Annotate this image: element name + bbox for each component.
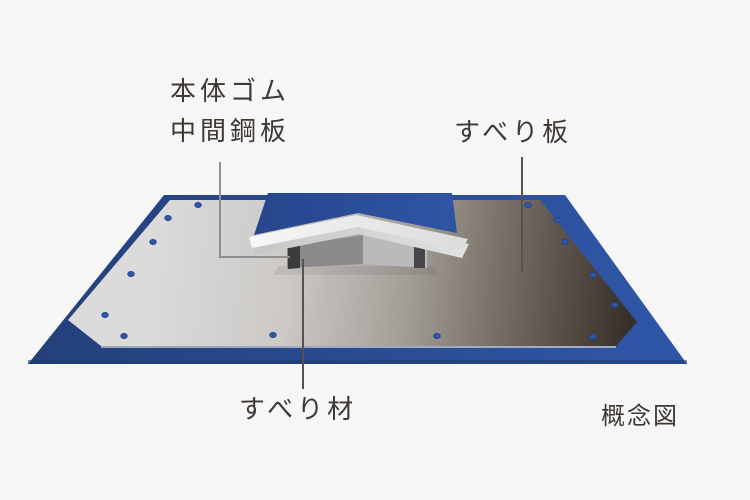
base-plate-bottom-rim <box>28 360 687 364</box>
bearing-assembly <box>249 193 469 269</box>
label-intermediate-steel-plate: 中間鋼板 <box>170 117 291 146</box>
bolt-hole <box>120 332 128 339</box>
bolt-holes <box>101 202 619 340</box>
bolt-hole <box>149 239 157 246</box>
diagram-caption: 概念図 <box>601 404 679 430</box>
bolt-hole <box>194 202 202 209</box>
label-sliding-material: すべり材 <box>239 395 358 424</box>
bolt-hole <box>553 217 561 224</box>
bearing-shadow <box>274 266 438 275</box>
bolt-hole <box>269 331 277 338</box>
bolt-hole <box>561 239 569 246</box>
label-body-rubber-and-steel-plate: 本体ゴム 中間鋼板 <box>170 72 290 152</box>
label-sliding-plate: すべり板 <box>454 118 573 147</box>
sliding-material-pad-right <box>414 244 425 268</box>
bolt-hole <box>127 270 135 277</box>
bolt-hole <box>524 202 532 209</box>
leader-line-body-rubber <box>219 162 290 258</box>
bolt-hole <box>433 332 441 339</box>
bolt-hole <box>101 311 109 318</box>
sliding-material-pad-left <box>288 243 300 269</box>
flange-white-plate <box>249 215 468 250</box>
bolt-hole <box>589 333 597 340</box>
bolt-hole <box>589 271 597 278</box>
sliding-plate-surface <box>68 200 637 346</box>
label-body-rubber: 本体ゴム <box>170 77 291 106</box>
bolt-hole <box>611 301 619 308</box>
bearing-blue-flange <box>254 193 457 235</box>
bolt-hole <box>164 215 172 222</box>
